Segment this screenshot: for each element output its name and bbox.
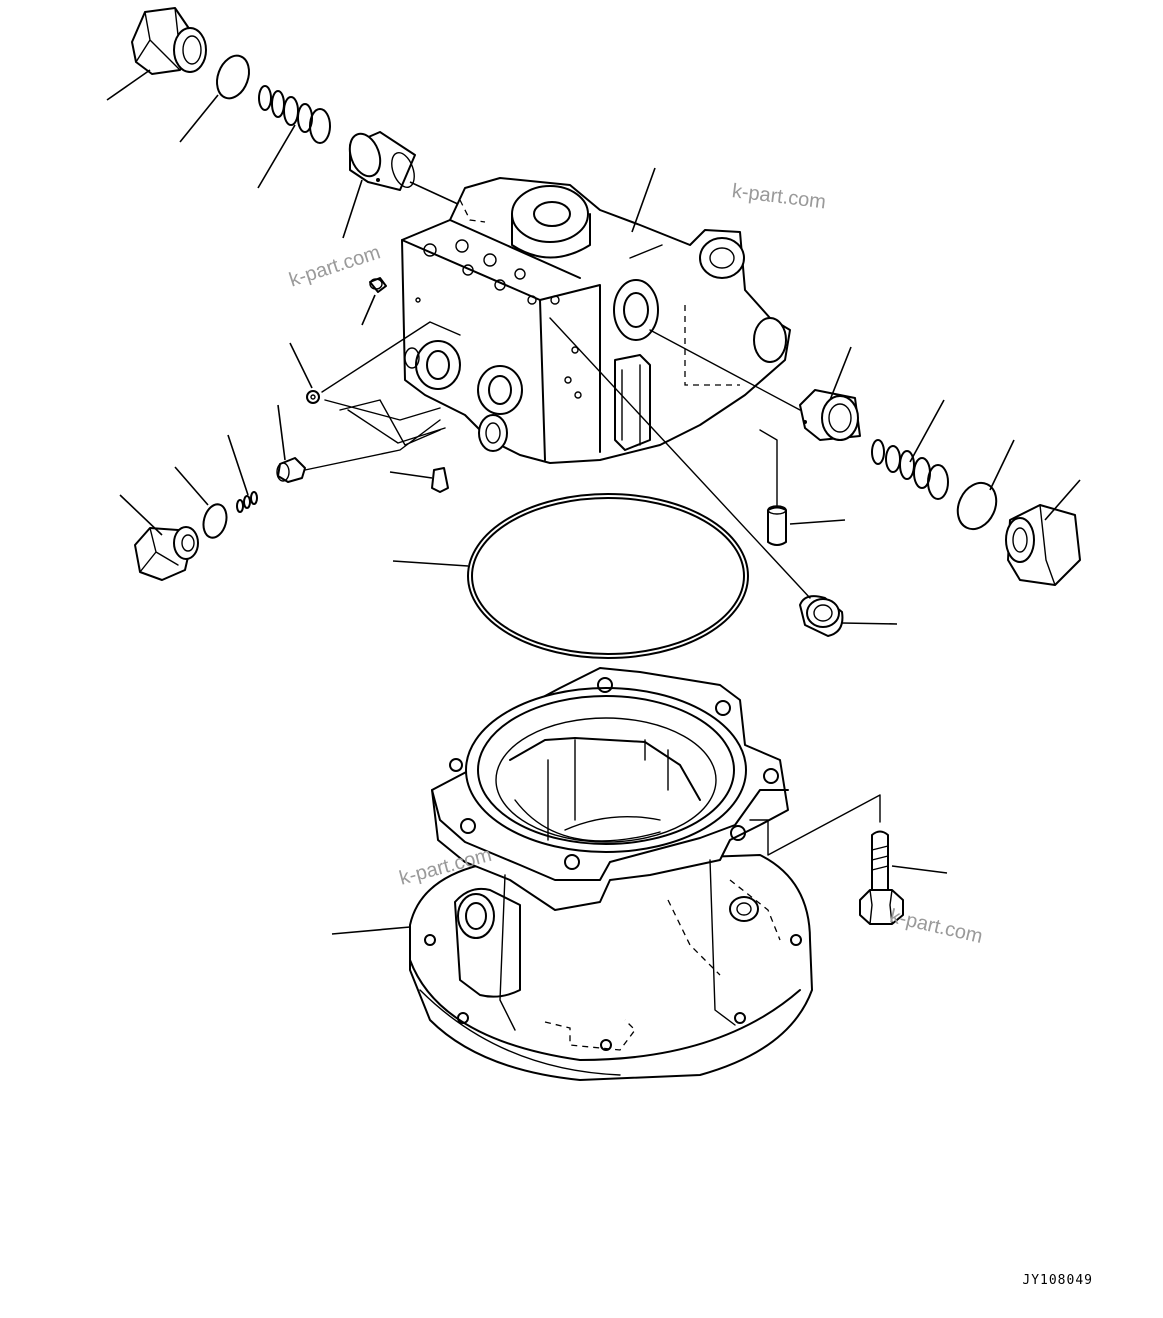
spool-top-left-icon bbox=[348, 131, 416, 191]
o-ring-bottom-left-icon bbox=[202, 503, 228, 539]
spring-bottom-left-icon bbox=[236, 491, 258, 513]
pin-icon bbox=[759, 429, 846, 546]
o-ring-top-left-icon bbox=[216, 54, 250, 100]
o-ring-right-icon bbox=[956, 481, 998, 531]
leader-valve-body bbox=[631, 167, 656, 233]
bolt-icon bbox=[749, 794, 948, 925]
hex-plug-top-left-icon bbox=[131, 7, 207, 75]
seal-ring-icon bbox=[392, 493, 749, 659]
small-set-screw-icon bbox=[289, 321, 461, 421]
leader-lines-upper-left bbox=[106, 69, 461, 239]
housing-icon bbox=[331, 667, 813, 1081]
spool-right-icon bbox=[799, 389, 861, 441]
orifice-plug-icon bbox=[389, 467, 449, 493]
drawing-id: JY108049 bbox=[1022, 1273, 1093, 1288]
leader-lines-right bbox=[649, 329, 1081, 521]
check-valve-poppet-icon bbox=[276, 404, 441, 483]
hex-plug-right-icon bbox=[1005, 504, 1081, 586]
bushing-icon bbox=[549, 317, 898, 637]
dashed-port-links bbox=[339, 399, 446, 446]
spring-top-left-icon bbox=[258, 85, 331, 144]
hex-plug-bottom-left-icon bbox=[134, 526, 199, 581]
small-plug-fitting-icon bbox=[361, 277, 421, 326]
spring-right-icon bbox=[871, 439, 949, 500]
valve-body-icon bbox=[401, 177, 791, 464]
leader-lines-lower-left bbox=[119, 434, 249, 536]
